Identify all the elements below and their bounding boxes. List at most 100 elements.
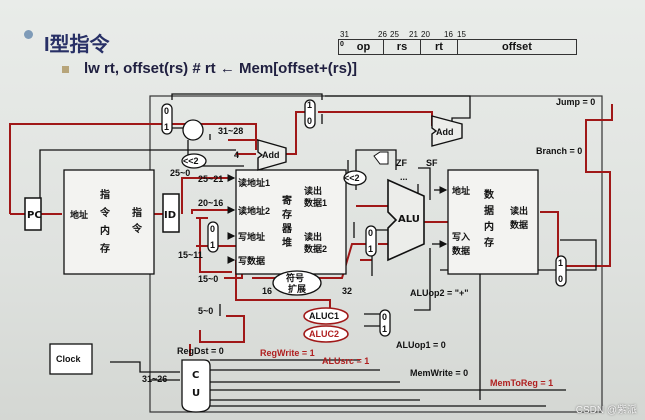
bit-21: 21 <box>409 30 418 39</box>
instr-mem-char-0: 指 <box>100 188 110 201</box>
zf-label: ZF <box>396 158 407 168</box>
reg-read-addr-2: 读地址2 <box>238 205 270 216</box>
instr-mem-char-3: 存 <box>100 242 110 255</box>
signal-jump: Jump = 0 <box>556 97 595 107</box>
reg-out1-b: 数据1 <box>304 197 327 208</box>
memtoreg-mux <box>555 255 567 287</box>
shift-left-2 <box>343 170 367 186</box>
bit-26: 26 <box>378 30 387 39</box>
data-mem-out-a: 读出 <box>510 205 528 216</box>
field-op-label: op <box>356 41 371 53</box>
reg-file-char-0: 寄 <box>282 194 292 207</box>
alusrc-mux <box>365 225 377 257</box>
bullet-square <box>62 66 69 73</box>
aluc2-block <box>303 325 349 343</box>
bits-31-28: 31~28 <box>218 126 243 136</box>
width-16: 16 <box>262 286 272 296</box>
data-mem-addr: 地址 <box>452 185 470 196</box>
alu <box>387 178 425 262</box>
signal-aluop1: ALUop1 = 0 <box>396 340 446 350</box>
data-mem-write-b: 数据 <box>452 245 470 256</box>
reg-file-char-1: 存 <box>282 208 292 221</box>
bit-16: 16 <box>444 30 453 39</box>
field-start-bit: 0 <box>340 41 344 48</box>
signal-memtoreg: MemToReg = 1 <box>490 378 553 388</box>
cu-label-c: C <box>192 370 199 381</box>
data-mem-char-0: 数 <box>484 188 495 201</box>
bit-15: 15 <box>457 30 466 39</box>
reg-out1-a: 读出 <box>304 185 322 196</box>
shift-left-1 <box>181 153 207 169</box>
clock-label: Clock <box>56 354 82 364</box>
pc-adder <box>257 139 287 171</box>
pc-register <box>24 197 42 231</box>
control-unit <box>181 359 211 413</box>
data-mem-char-3: 存 <box>484 236 494 249</box>
mux2-port1: 1 <box>307 100 312 110</box>
sign-ext-label-a: 符号 <box>286 272 304 283</box>
instr-mem-char-2: 内 <box>100 224 110 237</box>
data-mem-write-a: 写入 <box>452 232 470 242</box>
sf-label: SF <box>426 158 438 168</box>
bullet-dot <box>24 30 33 39</box>
instr-mem-addr: 地址 <box>70 209 88 220</box>
signal-regdst: RegDst = 0 <box>177 346 224 356</box>
signal-aluop2: ALUop2 = "+" <box>410 288 469 298</box>
instruction-text: lw rt, offset(rs) # rt ← Mem[offset+(rs)… <box>84 60 357 77</box>
instr-mem-char-1: 令 <box>99 206 111 219</box>
concat-node <box>182 119 204 141</box>
watermark: CSDN @紫派 <box>575 405 637 416</box>
signal-regwrite: RegWrite = 1 <box>260 348 315 358</box>
bits-15-0: 15~0 <box>198 274 218 284</box>
reg-write-addr: 写地址 <box>238 231 265 242</box>
instruction-memory <box>63 169 155 275</box>
data-mem-out-b: 数据 <box>510 219 528 230</box>
pc-mux-1 <box>161 103 173 135</box>
mux1-port1: 1 <box>164 122 169 132</box>
field-offset: offset <box>457 39 577 55</box>
regdst-port1: 1 <box>210 240 215 250</box>
reg-out2-a: 读出 <box>304 231 322 242</box>
bits-31-26: 31~26 <box>142 374 167 384</box>
data-mem-char-2: 内 <box>484 220 494 233</box>
alusrc-port0: 0 <box>368 228 373 238</box>
branch-and-gate <box>373 151 389 165</box>
cu-label-u: U <box>192 388 200 399</box>
aluop-mux <box>379 309 391 337</box>
bit-31: 31 <box>340 30 349 39</box>
bits-5-0: 5~0 <box>198 306 213 316</box>
reg-file-char-2: 器 <box>281 223 293 235</box>
pc-label: PC <box>27 210 42 221</box>
bits-25-21: 25~21 <box>198 174 223 184</box>
mux2-port0: 0 <box>307 116 312 126</box>
pc-mux-2 <box>304 99 316 129</box>
shift-label-1: <<2 <box>183 156 199 166</box>
bit-25: 25 <box>390 30 399 39</box>
bit-20: 20 <box>421 30 430 39</box>
signal-alusrc: ALUsrc = 1 <box>322 356 369 366</box>
memtoreg-port0: 0 <box>558 274 563 284</box>
regdst-mux <box>207 221 219 253</box>
bits-25-0: 25~0 <box>170 168 190 178</box>
reg-file-char-3: 堆 <box>282 236 292 249</box>
aluop-port1: 1 <box>382 324 387 334</box>
clock-block <box>49 343 93 375</box>
regdst-port0: 0 <box>210 224 215 234</box>
aluc1-label: ALUC1 <box>309 311 339 321</box>
branch-adder-label: Add <box>436 127 454 137</box>
sign-ext-label-b: 扩展 <box>288 283 306 294</box>
bits-15-11: 15~11 <box>178 250 203 260</box>
alusrc-port1: 1 <box>368 244 373 254</box>
register-file <box>235 169 347 275</box>
reg-out2-b: 数据2 <box>304 243 327 254</box>
width-32: 32 <box>342 286 352 296</box>
reg-write-data: 写数据 <box>238 255 265 266</box>
sign-extend <box>272 270 322 296</box>
signal-memwrite: MemWrite = 0 <box>410 368 468 378</box>
shift-label-2: <<2 <box>344 173 360 183</box>
data-mem-char-1: 据 <box>484 204 494 217</box>
pc-adder-label: Add <box>262 150 280 160</box>
memtoreg-port1: 1 <box>558 258 563 268</box>
aluc1-block <box>303 307 349 325</box>
